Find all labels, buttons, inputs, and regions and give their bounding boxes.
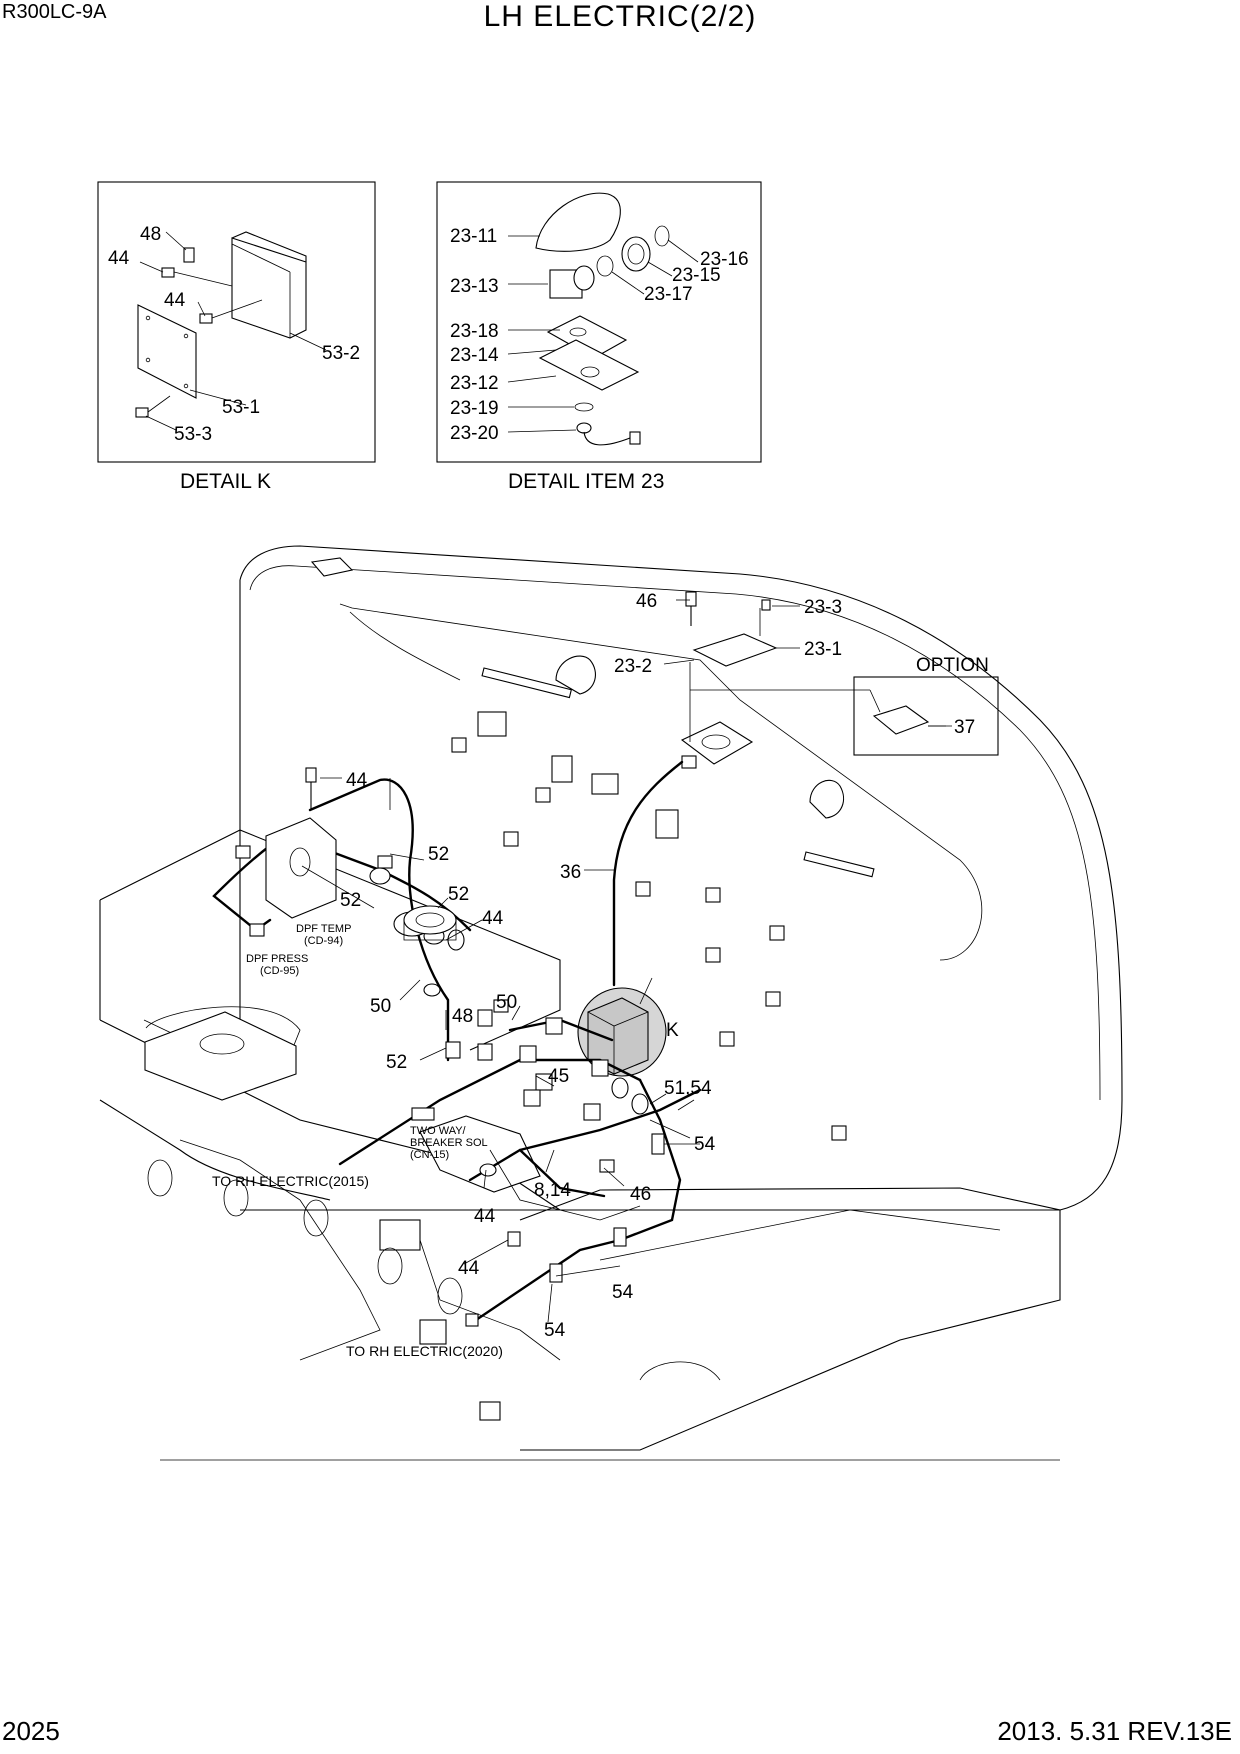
bolt-icon (305, 591, 771, 810)
callout-label: 23-19 (450, 398, 499, 419)
sensor-note: DPF TEMP (296, 923, 351, 935)
option-label: OPTION (916, 655, 989, 676)
callout-label: 54 (544, 1320, 566, 1341)
callout-label: 36 (560, 862, 581, 883)
callout-label: 23-15 (672, 265, 721, 286)
callout-label: 46 (630, 1184, 651, 1205)
callout-label: 44 (346, 770, 368, 791)
callout-label: 45 (548, 1066, 569, 1087)
callout-label: 23-11 (450, 226, 497, 247)
connector-note: (CN-15) (410, 1149, 449, 1161)
connector-note: BREAKER SOL (410, 1137, 488, 1149)
callout-label: 52 (386, 1052, 407, 1073)
callout-label: 23-13 (450, 276, 499, 297)
callout-label: 50 (496, 992, 517, 1013)
callout-label: 44 (108, 248, 130, 269)
callout-label: 23-14 (450, 345, 499, 366)
callout-label: 54 (612, 1282, 634, 1303)
callout-label: 53-1 (222, 397, 260, 418)
callout-label: 54 (694, 1134, 716, 1155)
detail-k-panel: 48 44 44 53-2 53-1 53-3 DETAIL K (97, 181, 376, 493)
sensor-note: DPF PRESS (246, 953, 308, 965)
callout-label: 48 (452, 1006, 473, 1027)
reference-note: TO RH ELECTRIC(2015) (212, 1173, 369, 1189)
callout-label: 37 (954, 717, 975, 738)
revision-date: 2013. 5.31 REV.13E (997, 1716, 1232, 1746)
callout-label: 23-18 (450, 321, 499, 342)
callout-label: 52 (428, 844, 449, 865)
sensor-note: (CD-94) (304, 935, 343, 947)
callout-label: 44 (482, 908, 504, 929)
model-number: R300LC-9A (2, 1, 107, 23)
detail-23-panel: 23-11 23-16 23-15 23-13 23-17 23-18 23-1… (436, 181, 762, 493)
sensor-note: (CD-95) (260, 965, 299, 977)
callout-label: 53-2 (322, 343, 360, 364)
callout-label: 50 (370, 996, 391, 1017)
reference-note: TO RH ELECTRIC(2020) (346, 1343, 503, 1359)
detail-k-caption: DETAIL K (180, 470, 271, 493)
connector-note: TWO WAY/ (410, 1125, 467, 1137)
callout-label: 23-12 (450, 373, 499, 394)
callout-label: 8,14 (534, 1180, 571, 1201)
callout-label: 23-3 (804, 597, 842, 618)
main-assembly: 46 23-3 23-1 23-2 OPTION 37 44 52 52 52 … (99, 545, 1123, 1461)
callout-label: 23-2 (614, 656, 652, 677)
callout-label: 44 (474, 1206, 496, 1227)
page-number: 2025 (2, 1716, 60, 1746)
callout-label: 23-1 (804, 639, 842, 660)
screw-icon (135, 267, 263, 418)
callout-label: 23-20 (450, 423, 499, 444)
page-title: LH ELECTRIC(2/2) (483, 0, 757, 33)
callout-label: 44 (164, 290, 186, 311)
callout-label: 46 (636, 591, 657, 612)
callout-label: K (666, 1020, 679, 1041)
option-box (853, 676, 999, 756)
callout-label: 23-17 (644, 284, 693, 305)
detail-23-caption: DETAIL ITEM 23 (508, 470, 664, 493)
callout-label: 51,54 (664, 1078, 712, 1099)
callout-label: 52 (448, 884, 469, 905)
callout-label: 48 (140, 224, 161, 245)
callout-label: 44 (458, 1258, 480, 1279)
callout-label: 23-16 (700, 249, 749, 270)
callout-label: 53-3 (174, 424, 212, 445)
callout-label: 52 (340, 890, 361, 911)
